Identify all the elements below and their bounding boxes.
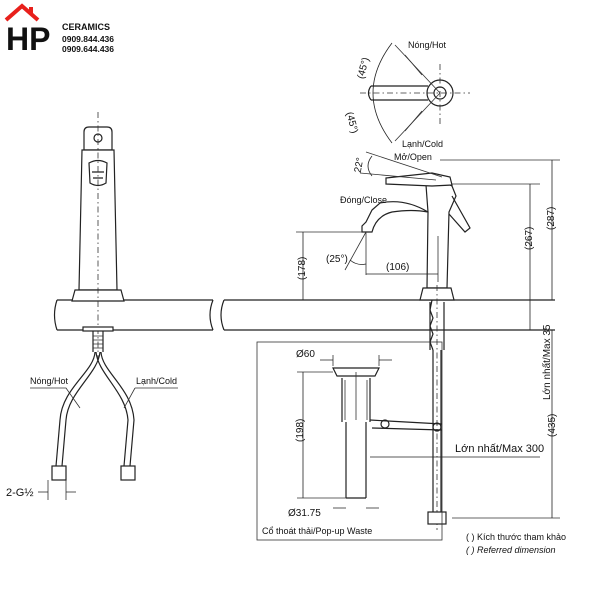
top-cold-label: Lạnh/Cold — [402, 139, 443, 149]
thread-size: 2-G½ — [6, 487, 34, 499]
hot-hose — [55, 351, 96, 467]
logo: HP CERAMICS 0909.844.436 0909.644.436 — [4, 3, 114, 57]
logo-house-chimney — [29, 7, 33, 14]
waste-frame — [256, 341, 443, 541]
dimension-legend: ( ) Kích thước tham khảo ( ) Referred di… — [466, 532, 566, 555]
front-handle — [83, 126, 113, 151]
logo-phone-1: 0909.844.436 — [62, 34, 114, 44]
side-lever — [385, 172, 453, 187]
hot-fitting — [51, 465, 67, 481]
front-view: Nóng/Hot Lạnh/Cold 2-G½ — [6, 112, 178, 500]
spout-angle: (25°) — [326, 254, 348, 265]
waste-length: (198) — [295, 419, 306, 442]
waste-top-diameter: Ø60 — [296, 349, 315, 360]
logo-mark: HP — [6, 21, 50, 57]
length-435: (435) — [547, 414, 558, 437]
legend-en: ( ) Referred dimension — [466, 545, 556, 555]
spout-height: (178) — [297, 257, 308, 280]
side-view: 22° Mở/Open Đóng/Close (25°) (106) (178)… — [296, 151, 560, 530]
waste-caption: Cổ thoát thải/Pop-up Waste — [262, 526, 372, 536]
front-base — [71, 289, 125, 302]
waste-bottom-diameter: Ø31.75 — [288, 508, 321, 519]
handle-top-view: (45°) (45°) Nóng/Hot Lạnh/Cold — [343, 40, 470, 149]
logo-house-roof — [4, 3, 40, 22]
close-label: Đóng/Close — [340, 195, 387, 205]
logo-brand: CERAMICS — [62, 22, 110, 32]
spout-reach: (106) — [386, 262, 409, 273]
cold-hose — [100, 351, 135, 467]
front-hot-label: Nóng/Hot — [30, 376, 69, 386]
height-267: (267) — [524, 227, 535, 250]
top-hot-label: Nóng/Hot — [408, 40, 447, 50]
popup-waste: Ø60 (198) Ø31.75 Cổ thoát thải/Pop-up Wa… — [256, 341, 443, 541]
front-cold-label: Lạnh/Cold — [136, 376, 177, 386]
cold-fitting — [120, 465, 136, 481]
legend-vi: ( ) Kích thước tham khảo — [466, 532, 566, 542]
top-angle-upper: (45°) — [356, 56, 372, 80]
lever-tilt-angle: 22° — [353, 157, 366, 174]
top-angle-lower: (45°) — [343, 111, 359, 135]
countertop-section — [53, 299, 555, 331]
max-35: Lớn nhất/Max 35 — [541, 324, 553, 400]
max-300: Lớn nhất/Max 300 — [455, 443, 544, 455]
open-label: Mở/Open — [394, 152, 432, 162]
height-287: (287) — [546, 207, 557, 230]
logo-phone-2: 0909.644.436 — [62, 44, 114, 54]
